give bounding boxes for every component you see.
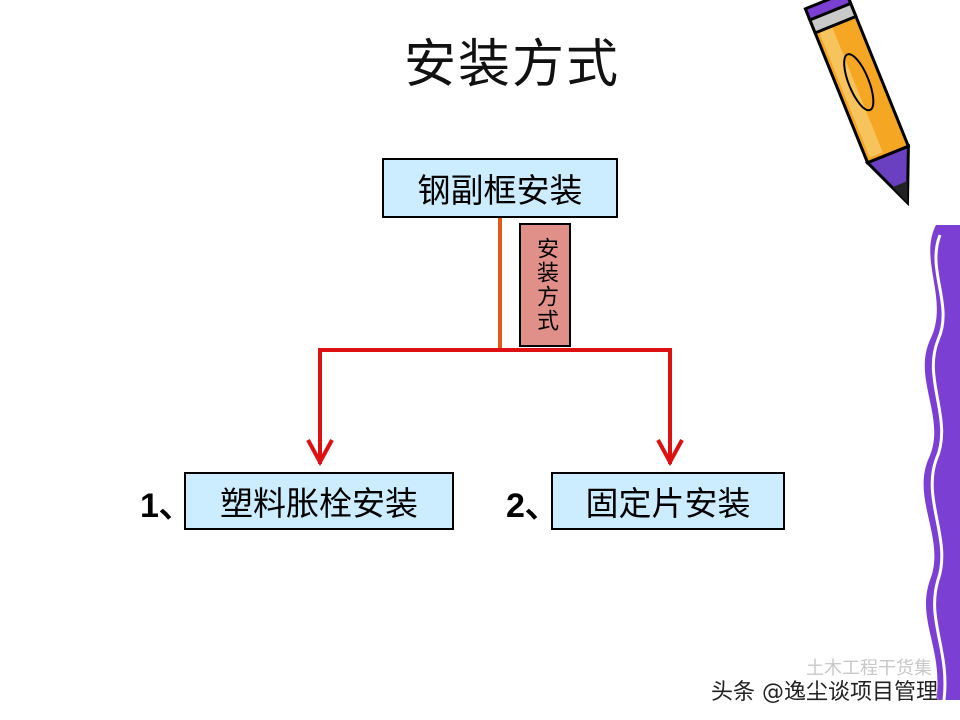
root-node-label: 钢副框安装 (417, 171, 583, 210)
branch-2-prefix: 2、 (506, 487, 559, 525)
branch-1-node: 塑料胀栓安装 (184, 472, 454, 530)
arrow-left-head (306, 439, 334, 467)
ribbon-decoration (923, 225, 960, 700)
branch-1-label: 塑料胀栓安装 (220, 484, 418, 523)
watermark-faint-text: 土木工程干货集 (806, 658, 932, 679)
branch-2-label: 固定片安装 (585, 484, 751, 523)
slide-title: 安装方式 (404, 35, 621, 95)
root-node: 钢副框安装 (382, 158, 618, 218)
connector-tag: 安装方式 (519, 223, 571, 347)
branch-bar (318, 348, 672, 464)
watermark-text: 头条 @逸尘谈项目管理 (711, 680, 938, 705)
branch-2-node: 固定片安装 (551, 472, 785, 530)
arrow-right-head (656, 439, 684, 467)
